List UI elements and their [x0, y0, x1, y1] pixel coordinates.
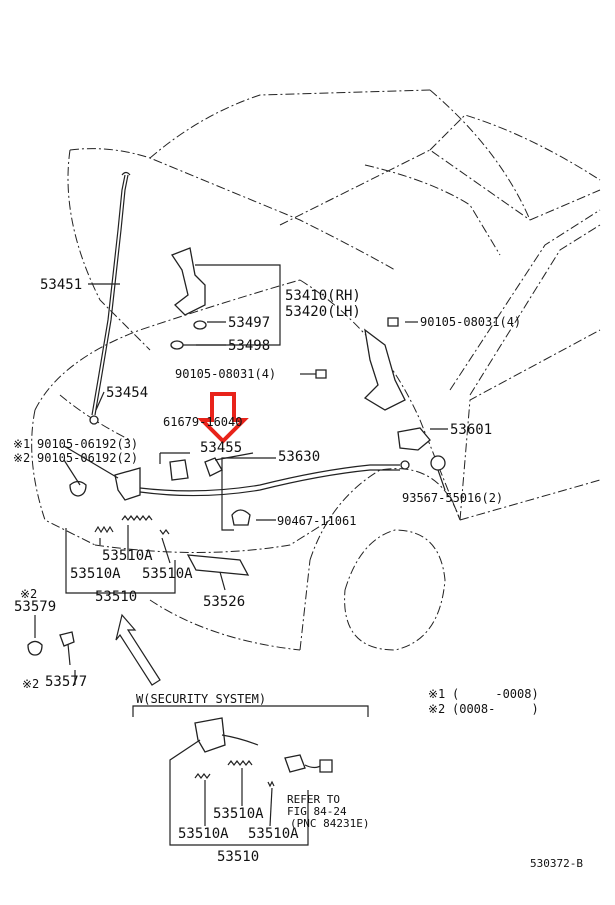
label-53451: 53451	[40, 277, 82, 293]
label-sec-53510a-b: 53510A	[178, 826, 229, 842]
legend-note-1: ( -0008)	[452, 687, 539, 701]
label-53498: 53498	[228, 338, 270, 354]
refer-line-2: FIG 84-24	[287, 805, 347, 818]
mark-note1: ※1	[13, 437, 30, 451]
label-90105-08031-left: 90105-08031(4)	[175, 367, 276, 381]
legend-mark-1: ※1	[428, 687, 445, 701]
label-53579: 53579	[14, 599, 56, 615]
label-61679: 61679-16040	[163, 415, 242, 429]
label-53526: 53526	[203, 594, 245, 610]
label-90105-06192-3: 90105-06192(3)	[37, 437, 138, 451]
hood-hinge	[170, 247, 406, 411]
label-53454: 53454	[106, 385, 148, 401]
label-53455: 53455	[200, 440, 242, 456]
label-sec-53510: 53510	[217, 849, 259, 865]
hood-support-rod	[89, 171, 131, 425]
label-53630: 53630	[278, 449, 320, 465]
label-53510a-2: 53510A	[70, 566, 121, 582]
car-body-outline	[31, 89, 601, 651]
refer-line-1: REFER TO	[287, 793, 340, 806]
label-53510a-1: 53510A	[102, 548, 153, 564]
security-title: W(SECURITY SYSTEM)	[136, 692, 266, 706]
hood-lock-assembly	[27, 427, 446, 666]
security-labels: W(SECURITY SYSTEM) 53510A 53510A 53510A …	[136, 692, 369, 865]
label-90105-06192-2: 90105-06192(2)	[37, 451, 138, 465]
red-callout-arrow	[197, 392, 249, 444]
mark-note2: ※2	[13, 451, 30, 465]
label-90467: 90467-11061	[277, 514, 356, 528]
label-93567: 93567-55016(2)	[402, 491, 503, 505]
label-90105-08031-right: 90105-08031(4)	[420, 315, 521, 329]
part-labels: 53451 53410(RH) 53420(LH) 53497 53498 90…	[13, 277, 521, 691]
security-inset	[132, 705, 369, 846]
label-sec-53510a-c: 53510A	[248, 826, 299, 842]
label-53601: 53601	[450, 422, 492, 438]
label-53577: 53577	[45, 674, 87, 690]
legend-note-2: (0008- )	[452, 702, 539, 716]
refer-line-3: (PNC 84231E)	[290, 817, 369, 830]
diagram-code: 530372-B	[530, 857, 583, 870]
label-53410: 53410(RH)	[285, 288, 361, 304]
legend: ※1 ( -0008) ※2 (0008- )	[428, 687, 539, 716]
leader-lines	[34, 264, 448, 686]
label-53420: 53420(LH)	[285, 304, 361, 320]
label-53510: 53510	[95, 589, 137, 605]
legend-mark-2: ※2	[428, 702, 445, 716]
label-53510a-3: 53510A	[142, 566, 193, 582]
label-sec-53510a-a: 53510A	[213, 806, 264, 822]
mark-note2-c: ※2	[22, 677, 39, 691]
mark-note2-b: ※2	[20, 587, 37, 601]
label-53497: 53497	[228, 315, 270, 331]
